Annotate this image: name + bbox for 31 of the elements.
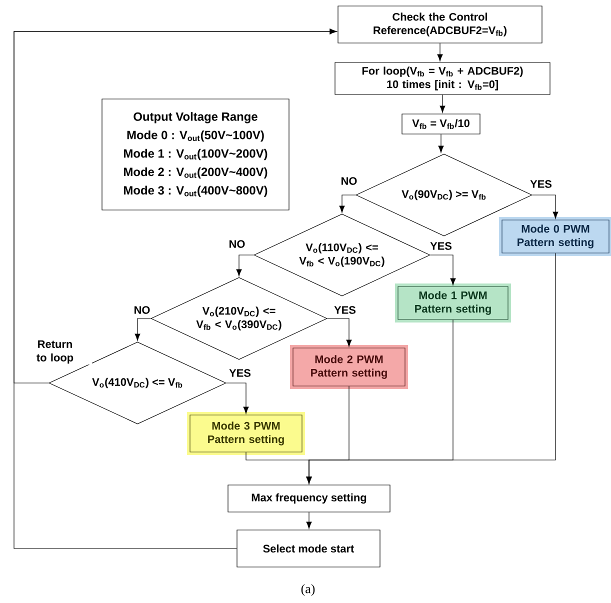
edge-label: NO — [342, 177, 357, 185]
process-box: Mode 0 PWM Pattern setting — [499, 217, 611, 256]
process-box: Mode 2 PWM Pattern setting — [290, 345, 408, 389]
arrow — [438, 134, 444, 153]
process-box: Mode 3 PWM Pattern setting — [187, 412, 305, 455]
arrow — [430, 254, 456, 286]
arrow — [437, 43, 443, 62]
process-box: Max frequency setting — [228, 484, 390, 512]
edge-label: YES — [530, 180, 552, 188]
process-box: Select mode start — [236, 530, 380, 568]
arrow — [246, 452, 312, 484]
edge-label: YES — [334, 306, 356, 314]
arrow — [134, 318, 151, 341]
arrow — [532, 194, 558, 219]
edge-label: NO — [230, 240, 245, 248]
arrow — [339, 194, 356, 213]
edge-label: YES — [229, 369, 251, 377]
arrow — [14, 28, 337, 549]
process-box: Output Voltage Range Mode 0 : V$_{out}$(50V~100V) Mode 1 : V$_{out}$(100V~200V) Mode 2 : V$_{out}$(200V~400V) Mode 3 : V$_{out}$(400V~800V) — [102, 98, 290, 210]
process-box: Check the Control Reference(ADCBUF2=V$_{fb}$) — [338, 6, 542, 44]
arrow — [236, 254, 254, 276]
arrow — [306, 512, 312, 529]
arrow — [226, 382, 249, 414]
arrow — [327, 318, 352, 347]
edge-label: NO — [134, 306, 150, 314]
edge-label: YES — [430, 242, 452, 250]
process-box: For loop(V$_{fb}$ = V$_{fb}$ + ADCBUF2) 10 times [init : V$_{fb}$=0] — [334, 62, 550, 95]
arrow — [440, 94, 446, 113]
process-box: Mode 1 PWM Pattern setting — [395, 284, 511, 322]
caption: (a) — [301, 584, 315, 596]
process-box: V$_{fb}$ = V$_{fb}$/10 — [402, 114, 480, 134]
